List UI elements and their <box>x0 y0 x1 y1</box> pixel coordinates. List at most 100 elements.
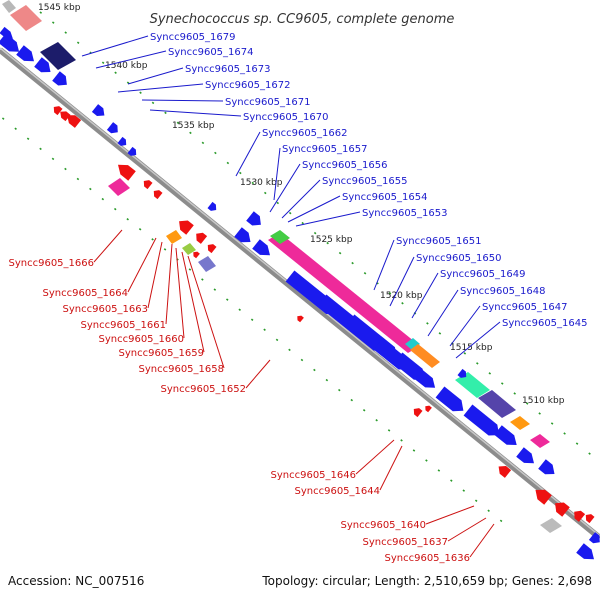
feature-bar <box>478 390 516 418</box>
forward-gene-label: Syncc9605_1656 <box>302 160 388 171</box>
scale-ticks: 1545 kbp 1540 kbp 1535 kbp 1530 kbp 1525 kbp… <box>38 3 565 406</box>
forward-gene-label: Syncc9605_1645 <box>502 318 588 329</box>
forward-gene-label: Syncc9605_1655 <box>322 176 408 187</box>
reverse-gene-label: Syncc9605_1640 <box>341 520 427 531</box>
map-title: Synechococcus sp. CC9605, complete genom… <box>150 12 455 27</box>
label-leader <box>449 305 481 347</box>
forward-gene-arrow <box>494 425 517 445</box>
reverse-gene-label: Syncc9605_1644 <box>295 486 381 497</box>
reverse-gene-label: Syncc9605_1658 <box>139 364 225 375</box>
forward-gene-arrow <box>393 352 425 380</box>
label-leader <box>411 272 439 319</box>
reverse-gene-arrow <box>535 489 552 505</box>
forward-gene-label: Syncc9605_1651 <box>396 236 482 247</box>
reverse-gene-arrow <box>425 405 432 413</box>
tick-label: 1520 kbp <box>380 291 423 301</box>
label-leader <box>175 247 185 339</box>
reverse-gene-label: Syncc9605_1661 <box>81 320 167 331</box>
forward-gene-arrow <box>127 146 137 156</box>
reverse-gene-label: Syncc9605_1666 <box>9 258 95 269</box>
accession-text: Accession: NC_007516 <box>8 574 144 588</box>
reverse-gene-label: Syncc9605_1660 <box>99 334 185 345</box>
forward-gene-arrow <box>117 136 127 146</box>
feature-bar <box>530 434 550 448</box>
reverse-gene-label: Syncc9605_1637 <box>363 537 449 548</box>
tick-label: 1540 kbp <box>105 61 148 71</box>
tick-label: 1525 kbp <box>310 235 353 245</box>
feature-bar <box>405 338 420 350</box>
feature-bar <box>2 0 16 13</box>
forward-gene-arrow <box>463 404 500 436</box>
reverse-gene-arrow <box>60 111 71 122</box>
reverse-gene-arrow <box>555 502 570 517</box>
forward-gene-arrow <box>538 459 555 475</box>
label-leader <box>355 439 395 475</box>
label-leader <box>447 517 487 542</box>
label-leader <box>245 359 271 389</box>
label-leader <box>295 211 361 227</box>
forward-gene-arrow <box>0 26 13 39</box>
reverse-gene-arrow <box>118 164 136 181</box>
feature-bar <box>510 416 530 430</box>
label-leader <box>287 195 341 223</box>
reverse-gene-arrow <box>207 244 217 254</box>
forward-gene-label: Syncc9605_1673 <box>185 64 271 75</box>
forward-gene-arrow <box>576 543 594 560</box>
feature-bar <box>198 256 216 272</box>
forward-gene-arrow <box>91 104 105 116</box>
forward-gene-label: Syncc9605_1653 <box>362 208 448 219</box>
label-leader <box>141 99 224 102</box>
tick-label: 1530 kbp <box>240 178 283 188</box>
label-leader <box>273 147 281 201</box>
feature-bar <box>410 344 440 368</box>
reverse-gene-arrow <box>67 115 82 128</box>
label-leader <box>269 163 301 213</box>
reverse-gene-label: Syncc9605_1646 <box>271 470 357 481</box>
forward-gene-arrow <box>252 239 270 256</box>
forward-gene-arrow <box>52 71 67 86</box>
label-leader <box>127 67 184 85</box>
label-leader <box>127 237 157 293</box>
forward-gene-label: Syncc9605_1671 <box>225 97 311 108</box>
reverse-gene-arrow <box>413 408 423 418</box>
feature-bar <box>108 178 130 196</box>
label-leader <box>117 83 204 93</box>
forward-gene-arrow <box>0 33 20 52</box>
reverse-gene-arrow <box>585 514 595 524</box>
label-leader <box>187 255 225 369</box>
forward-gene-label: Syncc9605_1654 <box>342 192 428 203</box>
forward-gene-arrow <box>435 386 464 412</box>
label-leader <box>181 251 205 353</box>
topology-text: Topology: circular; Length: 2,510,659 bp… <box>261 574 592 588</box>
forward-gene-label: Syncc9605_1672 <box>205 80 291 91</box>
reverse-gene-arrow <box>53 106 63 116</box>
reverse-gene-arrow <box>297 315 304 323</box>
forward-gene-arrow <box>516 447 534 464</box>
label-leader <box>235 131 261 177</box>
label-leader <box>93 229 123 263</box>
tick-label: 1535 kbp <box>172 121 215 131</box>
label-leader <box>373 239 395 291</box>
forward-gene-label: Syncc9605_1657 <box>282 144 368 155</box>
label-leader <box>427 289 459 337</box>
label-leader <box>149 109 242 117</box>
forward-genes <box>0 26 600 560</box>
feature-bar <box>455 372 490 398</box>
reverse-gene-arrow <box>179 220 194 235</box>
forward-gene-arrow <box>106 122 118 134</box>
forward-gene-arrow <box>457 368 467 378</box>
label-leader <box>389 256 415 307</box>
label-leader <box>281 179 321 219</box>
tick-label: 1545 kbp <box>38 3 81 13</box>
reverse-gene-label: Syncc9605_1636 <box>385 553 471 564</box>
forward-gene-label: Syncc9605_1662 <box>262 128 348 139</box>
feature-bar <box>10 5 42 31</box>
forward-gene-arrow <box>588 532 600 544</box>
feature-bar <box>166 230 182 244</box>
forward-gene-arrow <box>414 369 436 388</box>
forward-gene-arrow <box>34 57 51 73</box>
forward-gene-label: Syncc9605_1649 <box>440 269 526 280</box>
label-leader <box>165 243 173 325</box>
